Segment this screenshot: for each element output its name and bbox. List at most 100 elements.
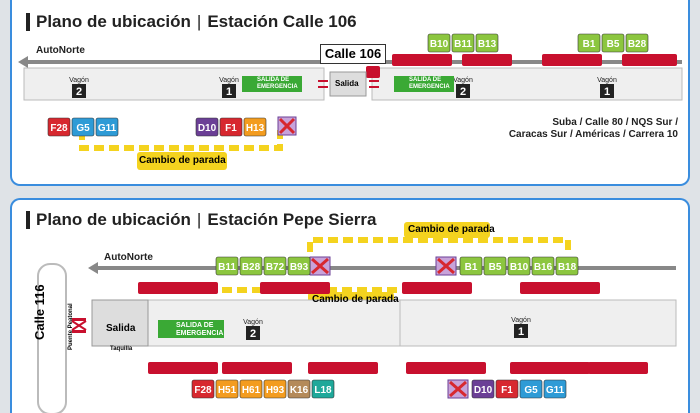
route-badge[interactable]: F1 <box>501 385 513 396</box>
route-badge[interactable]: B1 <box>583 39 596 50</box>
title-bar <box>26 13 30 31</box>
route-badge[interactable]: L18 <box>314 385 332 396</box>
route-badge[interactable]: G11 <box>98 123 117 134</box>
route-badge-bg <box>531 256 555 276</box>
route-group: F28 H51 H61 H93 K16 L18 <box>191 379 335 399</box>
route-badge[interactable]: H13 <box>246 123 265 134</box>
title-prefix: Plano de ubicación <box>36 210 191 229</box>
bus-shape <box>366 66 380 78</box>
wagon-word: Vagón <box>69 77 89 84</box>
route-badge[interactable]: D10 <box>198 123 217 134</box>
bus-shape <box>402 282 472 294</box>
route-badge[interactable]: B5 <box>607 39 620 50</box>
wagon-number: 2 <box>250 328 256 340</box>
wagon-number: 1 <box>518 326 524 338</box>
cancelled-route-icon <box>435 256 457 276</box>
bus-group <box>138 282 648 374</box>
road-label: AutoNorte <box>104 252 153 263</box>
bridge-label: Puente Peatonal <box>68 303 74 350</box>
route-group: B1 B5 B10 B16 B18 <box>459 256 579 276</box>
wagon-word: Vagón <box>219 77 239 84</box>
route-group: D10 F1 G5 G11 <box>471 379 567 399</box>
route-badge-bg <box>483 256 507 276</box>
route-badge[interactable]: D10 <box>474 385 493 396</box>
transfer-label-box <box>404 222 490 238</box>
route-badge-bg <box>311 379 335 399</box>
route-group: F28 G5 G11 <box>47 117 119 137</box>
road-arrow-icon <box>18 56 28 68</box>
route-badge-bg <box>215 379 239 399</box>
bus-shape <box>520 282 600 294</box>
route-badge-bg <box>263 379 287 399</box>
bus-shape <box>392 54 452 66</box>
route-badge[interactable]: B13 <box>478 39 497 50</box>
route-group: B1 B5 B28 <box>577 33 649 53</box>
route-badge[interactable]: G11 <box>546 385 565 396</box>
transfer-label: Cambio de parada <box>139 155 226 166</box>
road-line <box>92 266 676 270</box>
wagon-word: Vagón <box>453 77 473 84</box>
route-badge-bg <box>577 33 601 53</box>
road-label: AutoNorte <box>36 45 85 56</box>
exit-building <box>91 299 149 347</box>
route-badge-bg <box>195 117 219 137</box>
emergency-exit-sign <box>158 320 224 338</box>
route-badge[interactable]: B11 <box>454 39 472 50</box>
route-badge[interactable]: B72 <box>266 262 285 273</box>
route-badge-bg <box>555 256 579 276</box>
route-badge-bg <box>459 256 483 276</box>
cross-street-label: Calle 116 <box>32 284 47 340</box>
bus-shape <box>222 362 292 374</box>
route-badge-bg <box>287 256 311 276</box>
route-badge-bg <box>239 379 263 399</box>
exit-building <box>329 71 367 97</box>
route-group: D10 F1 H13 <box>195 117 267 137</box>
route-badge-bg <box>219 117 243 137</box>
cross-street-road <box>37 263 67 413</box>
route-badge[interactable]: H61 <box>242 385 261 396</box>
route-badge[interactable]: B10 <box>510 262 529 273</box>
station-panel-pepe-sierra: Plano de ubicación | Estación Pepe Sierr… <box>10 198 690 413</box>
wagon-tag: Vagón 2 <box>69 77 89 98</box>
bus-shape <box>622 54 677 66</box>
title-station: Estación Pepe Sierra <box>207 210 377 229</box>
route-badge[interactable]: H51 <box>218 385 237 396</box>
route-badge[interactable]: H93 <box>266 385 285 396</box>
route-badge[interactable]: B28 <box>242 262 261 273</box>
route-badge[interactable]: B1 <box>465 262 478 273</box>
wagon-number: 2 <box>76 86 82 98</box>
route-badge[interactable]: G5 <box>76 123 90 134</box>
route-badge[interactable]: B10 <box>430 39 449 50</box>
route-badge[interactable]: F28 <box>194 385 212 396</box>
bridge-icon <box>318 80 379 88</box>
route-badge-bg <box>601 33 625 53</box>
route-badge[interactable]: B16 <box>534 262 553 273</box>
route-badge[interactable]: B93 <box>290 262 309 273</box>
route-badge[interactable]: F1 <box>225 123 237 134</box>
route-badge[interactable]: B18 <box>558 262 577 273</box>
transfer-label: Cambio de parada <box>408 224 495 235</box>
route-badge-bg <box>239 256 263 276</box>
cancelled-route-icon <box>277 116 297 136</box>
wagon-word: Vagón <box>597 77 617 84</box>
bus-shape <box>588 362 648 374</box>
station-panel-calle-106: Plano de ubicación | Estación Calle 106 … <box>10 0 690 186</box>
bus-shape <box>510 362 590 374</box>
route-badge[interactable]: B11 <box>218 262 236 273</box>
title-prefix: Plano de ubicación <box>36 12 191 31</box>
route-badge[interactable]: B5 <box>489 262 502 273</box>
wagon-number: 2 <box>460 86 466 98</box>
route-badge-bg <box>475 33 499 53</box>
route-badge[interactable]: F28 <box>50 123 68 134</box>
route-badge[interactable]: G5 <box>524 385 538 396</box>
route-badge[interactable]: K16 <box>290 385 309 396</box>
cancelled-route-icon <box>447 379 469 399</box>
route-badge[interactable]: B28 <box>628 39 647 50</box>
